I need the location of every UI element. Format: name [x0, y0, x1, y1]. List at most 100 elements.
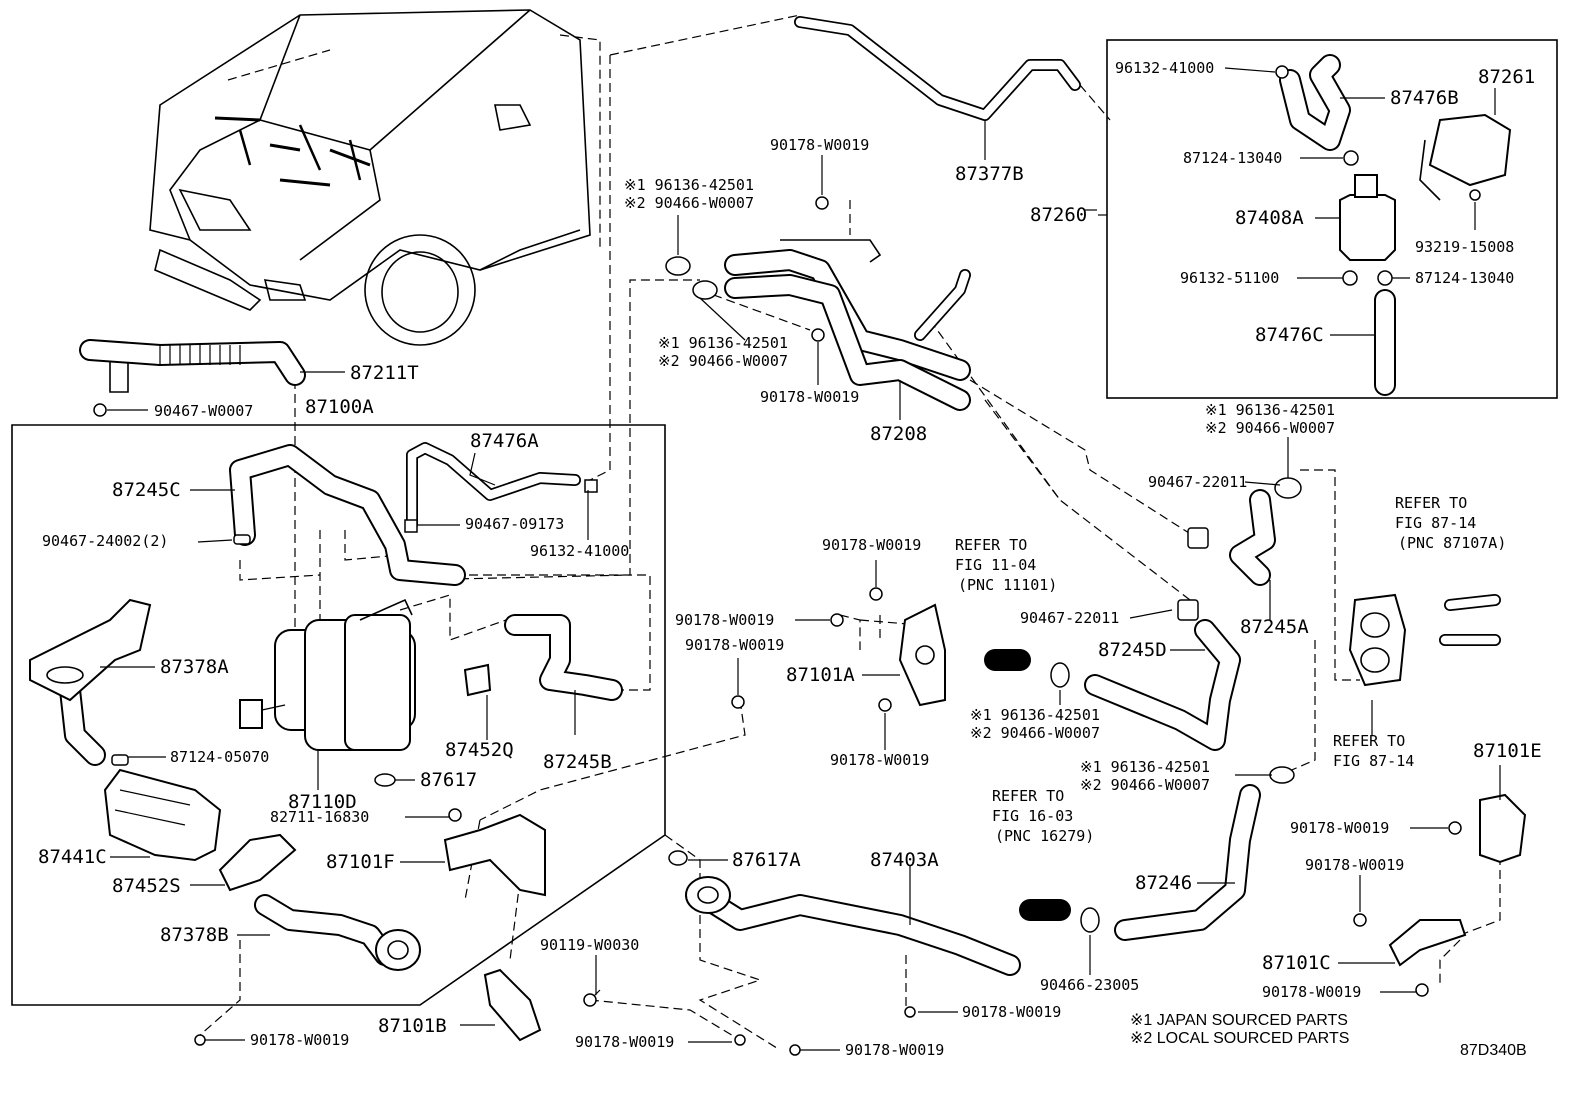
label-87245b[interactable]: 87245B [543, 751, 612, 773]
label-90466-w0007-r2[interactable]: ※2 90466-W0007 [1080, 776, 1210, 794]
label-87476c[interactable]: 87476C [1255, 324, 1324, 346]
ref-16279-line3[interactable]: (PNC 16279) [995, 827, 1094, 845]
ref-8714-line2[interactable]: FIG 87-14 [1333, 752, 1414, 770]
label-96132-41000-a[interactable]: 96132-41000 [530, 542, 629, 560]
label-90178-w0019-r5[interactable]: 90178-W0019 [1262, 983, 1361, 1001]
hose-87476b [1279, 54, 1351, 151]
label-87245a[interactable]: 87245A [1240, 616, 1309, 638]
label-87124-13040-a[interactable]: 87124-13040 [1183, 149, 1282, 167]
label-90178-w0019-b3[interactable]: 90178-W0019 [962, 1003, 1061, 1021]
hose-87245d [1084, 619, 1241, 751]
heater-unit-87110d [239, 598, 416, 751]
label-96136-42501-r2[interactable]: ※1 96136-42501 [1080, 758, 1210, 776]
part-labels: 87211T 90467-W0007 87100A 87245C 90467-2… [38, 59, 1542, 1059]
label-90178-w0019-r4[interactable]: 90178-W0019 [1305, 856, 1404, 874]
label-87377b[interactable]: 87377B [955, 163, 1024, 185]
label-90466-w0007-m[interactable]: ※2 90466-W0007 [970, 724, 1100, 742]
ref-11101-line1[interactable]: REFER TO [955, 536, 1027, 554]
label-90119-w0030[interactable]: 90119-W0030 [540, 936, 639, 954]
hose-87245a [1229, 489, 1276, 586]
label-87245c[interactable]: 87245C [112, 479, 181, 501]
label-87378a[interactable]: 87378A [160, 656, 229, 678]
label-87261[interactable]: 87261 [1478, 66, 1535, 88]
label-87101a[interactable]: 87101A [786, 664, 855, 686]
label-87260[interactable]: 87260 [1030, 204, 1087, 226]
label-90178-w0019-m2[interactable]: 90178-W0019 [675, 611, 774, 629]
label-87476b[interactable]: 87476B [1390, 87, 1459, 109]
label-87245d[interactable]: 87245D [1098, 639, 1167, 661]
label-87208[interactable]: 87208 [870, 423, 927, 445]
label-90178-w0019-bl[interactable]: 90178-W0019 [250, 1031, 349, 1049]
label-90466-23005[interactable]: 90466-23005 [1040, 976, 1139, 994]
vehicle-illustration [149, 9, 591, 346]
group-box-87260 [1106, 39, 1558, 399]
bracket-87452q [463, 663, 492, 697]
label-90178-w0019-m1[interactable]: 90178-W0019 [822, 536, 921, 554]
flange-87403a [685, 876, 731, 914]
hose-87378a [59, 679, 106, 766]
ref-8714-line1[interactable]: REFER TO [1333, 732, 1405, 750]
ref-16279-line1[interactable]: REFER TO [992, 787, 1064, 805]
label-87403a[interactable]: 87403A [870, 849, 939, 871]
label-96136-42501-t1[interactable]: ※1 96136-42501 [624, 176, 754, 194]
label-87452s[interactable]: 87452S [112, 875, 181, 897]
label-87617[interactable]: 87617 [420, 769, 477, 791]
label-90466-w0007-r1[interactable]: ※2 90466-W0007 [1205, 419, 1335, 437]
label-90467-22011-b[interactable]: 90467-22011 [1020, 609, 1119, 627]
label-87441c[interactable]: 87441C [38, 846, 107, 868]
reference-pipes-87107a [1439, 594, 1501, 646]
ref-87107a-line3[interactable]: (PNC 87107A) [1398, 534, 1506, 552]
label-96132-41000-b[interactable]: 96132-41000 [1115, 59, 1214, 77]
ref-11101-line2[interactable]: FIG 11-04 [955, 556, 1036, 574]
label-87246[interactable]: 87246 [1135, 872, 1192, 894]
label-90178-w0019-t1[interactable]: 90178-W0019 [770, 136, 869, 154]
fasteners [93, 65, 1481, 1056]
label-87211t[interactable]: 87211T [350, 362, 419, 384]
label-90178-w0019-m3[interactable]: 90178-W0019 [685, 636, 784, 654]
label-90467-09173[interactable]: 90467-09173 [465, 515, 564, 533]
legend: ※1 JAPAN SOURCED PARTS ※2 LOCAL SOURCED … [1130, 1012, 1527, 1059]
label-90467-24002[interactable]: 90467-24002(2) [42, 532, 168, 550]
ref-16279-line2[interactable]: FIG 16-03 [992, 807, 1073, 825]
label-90178-w0019-bc2[interactable]: 90178-W0019 [845, 1041, 944, 1059]
reference-labels: REFER TO FIG 11-04 (PNC 11101) REFER TO … [955, 494, 1506, 845]
label-87124-13040-b[interactable]: 87124-13040 [1415, 269, 1514, 287]
label-87101c[interactable]: 87101C [1262, 952, 1331, 974]
label-87452q[interactable]: 87452Q [445, 739, 514, 761]
hose-87246 [1114, 784, 1261, 941]
label-96136-42501-t2[interactable]: ※1 96136-42501 [658, 334, 788, 352]
label-90178-w0019-r3[interactable]: 90178-W0019 [1290, 819, 1389, 837]
label-96132-51100[interactable]: 96132-51100 [1180, 269, 1279, 287]
label-90467-22011-a[interactable]: 90467-22011 [1148, 473, 1247, 491]
hose-87378b [254, 894, 396, 966]
hose-87211t [79, 339, 306, 393]
bracket-87101b [483, 968, 542, 1042]
label-87476a[interactable]: 87476A [470, 430, 539, 452]
label-90178-w0019-bc[interactable]: 90178-W0019 [575, 1033, 674, 1051]
label-90466-w0007-t2[interactable]: ※2 90466-W0007 [658, 352, 788, 370]
ref-87107a-line1[interactable]: REFER TO [1395, 494, 1467, 512]
clamp-87261 [1419, 113, 1512, 201]
label-87100a[interactable]: 87100A [305, 396, 374, 418]
label-87101e[interactable]: 87101E [1473, 740, 1542, 762]
label-90466-w0007-t1[interactable]: ※2 90466-W0007 [624, 194, 754, 212]
ref-87107a-line2[interactable]: FIG 87-14 [1395, 514, 1476, 532]
label-96136-42501-r1[interactable]: ※1 96136-42501 [1205, 401, 1335, 419]
label-87378b[interactable]: 87378B [160, 924, 229, 946]
valve-87408a [1339, 174, 1396, 261]
label-96136-42501-m[interactable]: ※1 96136-42501 [970, 706, 1100, 724]
group-box-87100a [11, 424, 666, 1006]
label-90467-w0007[interactable]: 90467-W0007 [154, 402, 253, 420]
label-82711-16830[interactable]: 82711-16830 [270, 808, 369, 826]
label-87101b[interactable]: 87101B [378, 1015, 447, 1037]
label-90178-w0019-t2[interactable]: 90178-W0019 [760, 388, 859, 406]
hose-87476a [406, 442, 581, 531]
label-90178-w0019-m4[interactable]: 90178-W0019 [830, 751, 929, 769]
label-87124-05070[interactable]: 87124-05070 [170, 748, 269, 766]
label-87101f[interactable]: 87101F [326, 851, 395, 873]
label-87408a[interactable]: 87408A [1235, 207, 1304, 229]
label-87110d[interactable]: 87110D [288, 791, 357, 813]
label-87617a[interactable]: 87617A [732, 849, 801, 871]
ref-11101-line3[interactable]: (PNC 11101) [958, 576, 1057, 594]
label-93219-15008[interactable]: 93219-15008 [1415, 238, 1514, 256]
